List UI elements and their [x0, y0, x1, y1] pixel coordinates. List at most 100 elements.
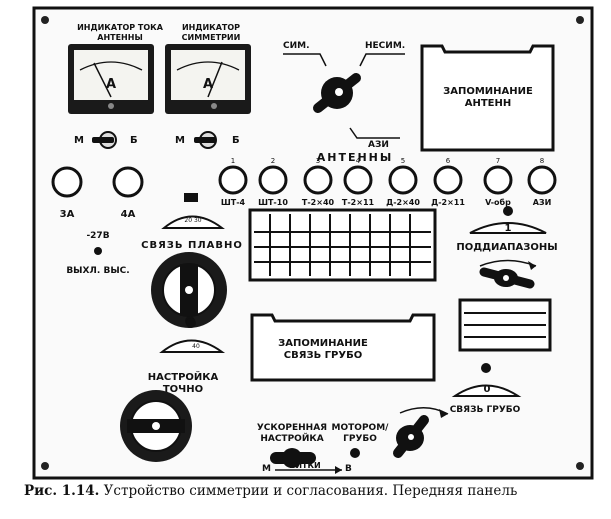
- antenna-button-cap[interactable]: [258, 165, 288, 195]
- antenna-button[interactable]: 7V-обр: [483, 157, 513, 207]
- meter-title: ИНДИКАТОР: [182, 23, 240, 32]
- svg-text:ГРУБО: ГРУБО: [343, 434, 377, 444]
- antenna-button-cap[interactable]: [483, 165, 513, 195]
- svg-text:-27В: -27В: [86, 231, 109, 241]
- fast-tuning-control[interactable]: УСКОРЕННАЯ НАСТРОЙКА М ВИТКИ В: [257, 423, 352, 474]
- screw-icon: [576, 16, 584, 24]
- antennas-title: АНТЕННЫ: [317, 151, 394, 164]
- figure-caption: Рис. 1.14. Устройство симметрии и соглас…: [24, 483, 604, 499]
- screw-icon: [41, 462, 49, 470]
- svg-text:СВЯЗЬ ГРУБО: СВЯЗЬ ГРУБО: [450, 405, 521, 415]
- svg-text:Б: Б: [232, 135, 240, 146]
- antenna-button-cap[interactable]: [218, 165, 248, 195]
- motor-knob[interactable]: [393, 407, 449, 458]
- svg-text:ЗАПОМИНАНИЕ: ЗАПОМИНАНИЕ: [443, 86, 533, 97]
- antenna-button[interactable]: 2ШТ-10: [258, 157, 288, 207]
- antenna-label: Д-2×11: [431, 198, 465, 207]
- svg-text:0: 0: [484, 384, 491, 395]
- subrange-scale-window: [458, 298, 552, 352]
- svg-text:ПОДДИАПАЗОНЫ: ПОДДИАПАЗОНЫ: [456, 242, 557, 253]
- screw-icon: [576, 462, 584, 470]
- antenna-label: ШТ-10: [258, 198, 288, 207]
- svg-text:НАСТРОЙКА: НАСТРОЙКА: [260, 432, 323, 444]
- mode-switch[interactable]: СИМ. НЕСИМ. АЗИ: [283, 41, 405, 150]
- antenna-button-cap[interactable]: [433, 165, 463, 195]
- caption-text: Устройство симметрии и согласования. Пер…: [103, 483, 518, 499]
- subrange-switch[interactable]: 1 ПОДДИАПАЗОНЫ: [456, 206, 558, 289]
- meter-needle: [207, 61, 223, 98]
- antenna-button[interactable]: 5Д-2×40: [386, 157, 420, 207]
- symmetry-meter: ИНДИКАТОР СИММЕТРИИ A: [165, 23, 251, 114]
- svg-text:4А: 4А: [121, 209, 136, 220]
- antenna-button-cap[interactable]: [343, 165, 373, 195]
- antenna-number: 1: [231, 157, 235, 165]
- svg-text:В: В: [345, 464, 352, 474]
- svg-text:20 30: 20 30: [184, 217, 201, 224]
- svg-text:Б: Б: [130, 135, 138, 146]
- antenna-label: АЗИ: [533, 198, 552, 207]
- svg-text:СИМ.: СИМ.: [283, 41, 310, 51]
- svg-text:НАСТРОЙКА: НАСТРОЙКА: [148, 370, 219, 383]
- antenna-button-cap[interactable]: [303, 165, 333, 195]
- antenna-label: Т-2×11: [342, 198, 375, 207]
- meter-toggle-left[interactable]: М Б: [74, 131, 138, 149]
- antenna-button-cap[interactable]: [388, 165, 418, 195]
- svg-text:ВИТКИ: ВИТКИ: [289, 461, 320, 470]
- fuse-4a: 4А: [112, 166, 144, 220]
- antenna-number: 3: [316, 157, 320, 165]
- svg-text:ТОЧНО: ТОЧНО: [163, 384, 203, 395]
- antenna-button[interactable]: 6Д-2×11: [431, 157, 465, 207]
- antenna-label: Т-2×40: [302, 198, 335, 207]
- antenna-number: 2: [271, 157, 275, 165]
- antenna-number: 4: [356, 157, 361, 165]
- svg-text:СВЯЗЬ ГРУБО: СВЯЗЬ ГРУБО: [284, 350, 362, 361]
- svg-text:МОТОРОМ/: МОТОРОМ/: [332, 423, 390, 433]
- antenna-number: 6: [446, 157, 451, 165]
- svg-text:3А: 3А: [60, 209, 75, 220]
- meter-toggle-right[interactable]: М Б: [175, 131, 240, 149]
- antenna-buttons: 1ШТ-42ШТ-103Т-2×404Т-2×115Д-2×406Д-2×117…: [218, 157, 557, 207]
- meter-title: ИНДИКАТОР ТОКА: [77, 23, 164, 32]
- meter-unit: A: [106, 77, 116, 92]
- antenna-label: V-обр: [485, 197, 511, 207]
- antenna-memory-card: ЗАПОМИНАНИЕ АНТЕНН: [420, 44, 555, 152]
- svg-text:НЕСИМ.: НЕСИМ.: [365, 41, 405, 51]
- svg-text:АЗИ: АЗИ: [368, 140, 389, 150]
- screw-icon: [41, 16, 49, 24]
- antenna-label: ШТ-4: [221, 198, 246, 207]
- caption-prefix: Рис. 1.14.: [24, 483, 100, 499]
- antenna-number: 7: [496, 157, 500, 165]
- output-switch[interactable]: -27В ВЫХЛ. ВЫС.: [66, 231, 129, 276]
- antenna-number: 5: [401, 157, 405, 165]
- motor-coarse-button[interactable]: МОТОРОМ/ ГРУБО: [332, 423, 390, 458]
- svg-text:ЗАПОМИНАНИЕ: ЗАПОМИНАНИЕ: [278, 338, 368, 349]
- meter-title: СИММЕТРИИ: [182, 33, 241, 42]
- meter-unit: A: [203, 77, 213, 92]
- svg-text:СВЯЗЬ ПЛАВНО: СВЯЗЬ ПЛАВНО: [141, 240, 243, 251]
- svg-text:М: М: [74, 135, 84, 146]
- svg-text:АНТЕНН: АНТЕНН: [465, 98, 512, 109]
- antenna-button[interactable]: 3Т-2×40: [302, 157, 335, 207]
- svg-text:УСКОРЕННАЯ: УСКОРЕННАЯ: [257, 423, 327, 433]
- svg-text:40: 40: [192, 343, 200, 350]
- fine-tuning-control[interactable]: 40 НАСТРОЙКА ТОЧНО: [120, 318, 226, 462]
- coupling-memory-card: ЗАПОМИНАНИЕ СВЯЗЬ ГРУБО: [250, 313, 436, 382]
- coarse-coupling-switch[interactable]: 0 СВЯЗЬ ГРУБО: [450, 363, 522, 415]
- svg-text:1: 1: [505, 223, 512, 234]
- antenna-number: 8: [540, 157, 544, 165]
- svg-text:М: М: [262, 464, 271, 474]
- antenna-button[interactable]: 4Т-2×11: [342, 157, 375, 207]
- svg-text:М: М: [175, 135, 185, 146]
- antenna-button[interactable]: 1ШТ-4: [218, 157, 248, 207]
- antenna-label: Д-2×40: [386, 198, 420, 207]
- tuning-scale-window: [248, 208, 437, 282]
- antenna-current-meter: ИНДИКАТОР ТОКА АНТЕННЫ A: [68, 23, 164, 114]
- svg-text:ВЫХЛ. ВЫС.: ВЫХЛ. ВЫС.: [66, 266, 129, 276]
- fuse-3a: 3А: [51, 166, 83, 220]
- meter-title: АНТЕННЫ: [97, 33, 143, 42]
- antenna-button-cap[interactable]: [527, 165, 557, 195]
- meter-needle: [93, 62, 112, 98]
